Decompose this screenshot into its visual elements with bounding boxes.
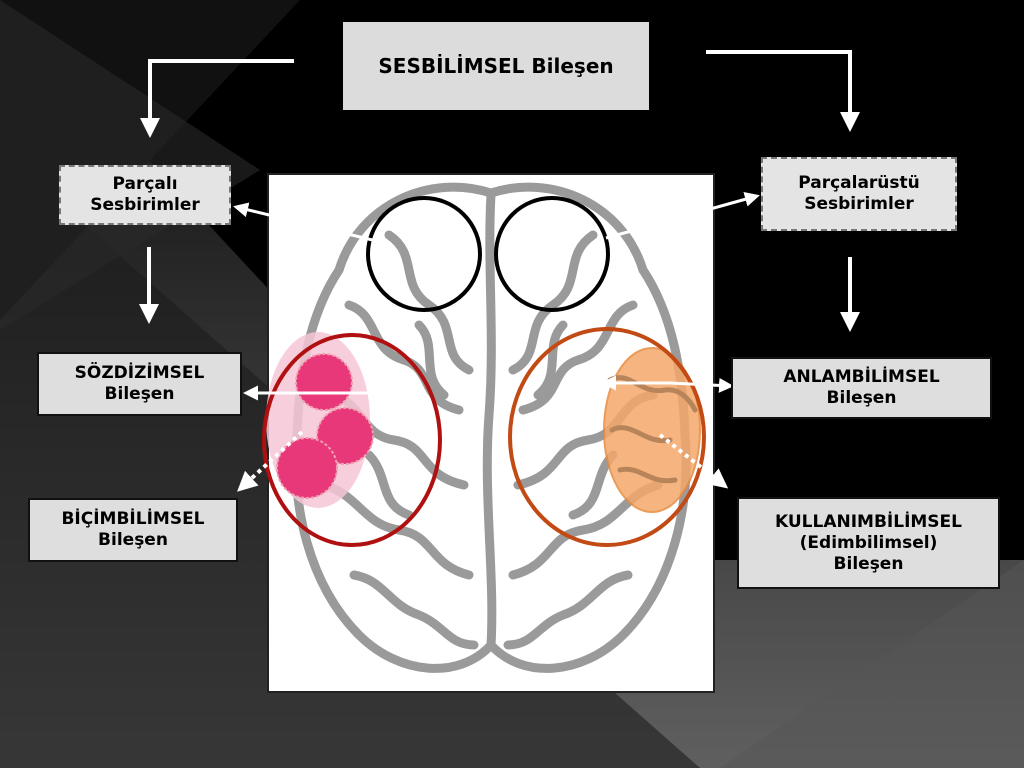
brain-drawing bbox=[291, 182, 691, 673]
brain-midline bbox=[482, 190, 497, 650]
sesbilimsel-title-label: SESBİLİMSEL Bileşen bbox=[378, 53, 614, 78]
parcali-sesbirimler-box: Parçalı Sesbirimler bbox=[59, 165, 231, 225]
bicimbilimsel-bilesen-box: BİÇİMBİLİMSEL Bileşen bbox=[28, 498, 238, 562]
parcali-sesbirimler-label: Parçalı Sesbirimler bbox=[90, 174, 200, 215]
bicimbilimsel-bilesen-label: BİÇİMBİLİMSEL Bileşen bbox=[61, 509, 205, 550]
sozdizimsel-bilesen-box: SÖZDİZİMSEL Bileşen bbox=[37, 352, 242, 416]
kullanimbilimsel-bilesen-box: KULLANIMBİLİMSEL (Edimbilimsel) Bileşen bbox=[737, 497, 1000, 589]
parcalarustu-sesbirimler-label: Parçalarüstü Sesbirimler bbox=[798, 173, 920, 214]
anlambilimsel-bilesen-label: ANLAMBİLİMSEL Bileşen bbox=[783, 367, 940, 408]
parcalarustu-sesbirimler-box: Parçalarüstü Sesbirimler bbox=[761, 157, 957, 231]
kullanimbilimsel-bilesen-label: KULLANIMBİLİMSEL (Edimbilimsel) Bileşen bbox=[774, 511, 963, 574]
brain-illustration-panel bbox=[267, 173, 715, 693]
anlambilimsel-bilesen-box: ANLAMBİLİMSEL Bileşen bbox=[731, 357, 992, 419]
sesbilimsel-title-box: SESBİLİMSEL Bileşen bbox=[343, 22, 649, 110]
sozdizimsel-bilesen-label: SÖZDİZİMSEL Bileşen bbox=[74, 363, 205, 404]
